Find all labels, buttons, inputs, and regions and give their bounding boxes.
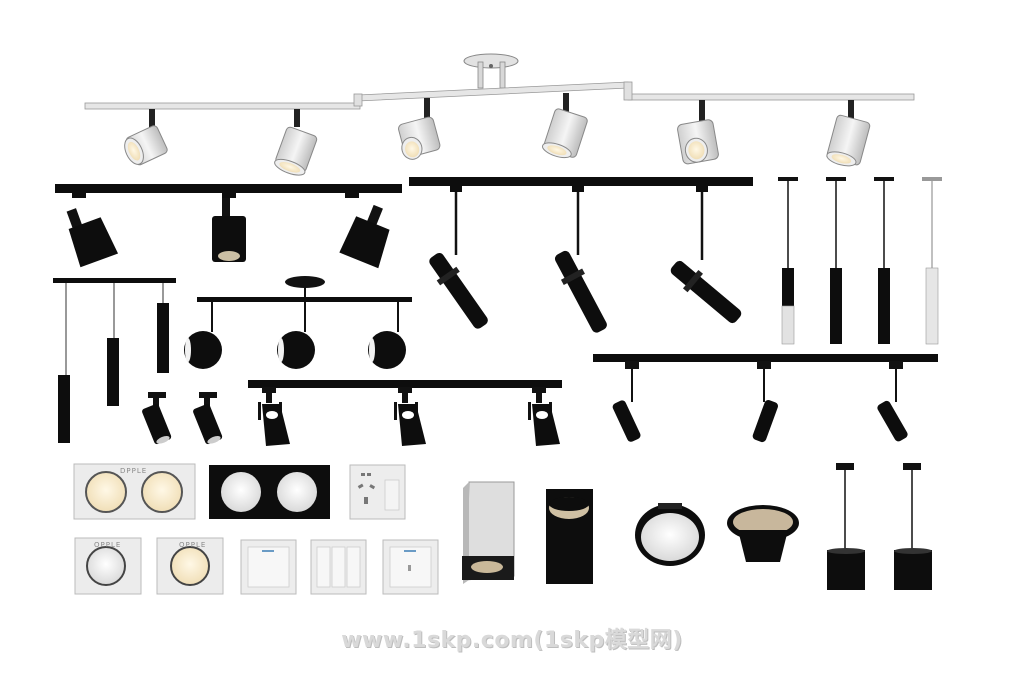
small-surface-spots <box>142 392 223 445</box>
white-spot-1 <box>124 109 168 166</box>
panel-badge-4: OPPLE <box>179 541 206 549</box>
surface-box-lights <box>462 481 593 584</box>
white-spot-4 <box>542 93 588 159</box>
panel-badge-3: OPPLE <box>94 541 121 549</box>
recessed-round-downlights <box>635 503 799 566</box>
white-spot-5 <box>677 100 719 165</box>
double-downlight-panels: DPPLE <box>73 463 330 520</box>
black-pendant-tubes <box>53 278 176 443</box>
panel-badge-1: DPPLE <box>120 467 147 475</box>
wall-socket-and-switches: OPPLE OPPLE <box>74 464 439 595</box>
black-track-spotlights-lower <box>248 380 562 446</box>
white-spot-3 <box>398 98 441 160</box>
watermark-text: www.1skp.com(1skp模型网) <box>341 628 683 653</box>
slim-pendant-tubes <box>778 177 942 345</box>
black-track-mini-tubes <box>593 354 938 443</box>
black-track-spotlights <box>55 184 402 269</box>
white-spot-6 <box>826 100 871 167</box>
black-track-long-tube-spots <box>409 177 753 333</box>
white-spot-2 <box>274 109 318 176</box>
white-track-spotlights <box>84 53 915 176</box>
cylinder-pendants <box>827 463 932 590</box>
ball-pendant-bar <box>184 276 412 369</box>
